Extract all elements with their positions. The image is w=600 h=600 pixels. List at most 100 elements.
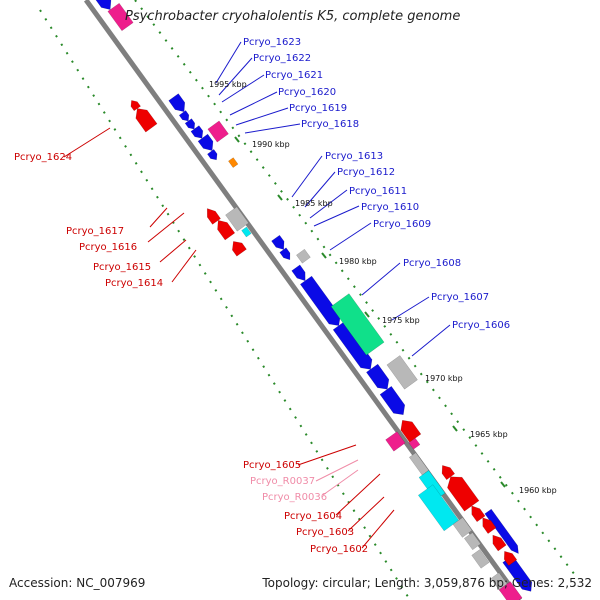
gene-label-pcryo-1611[interactable]: Pcryo_1611: [349, 186, 407, 197]
forward-gene-arrow[interactable]: [107, 2, 134, 32]
gene-label-pcryo-1613[interactable]: Pcryo_1613: [325, 151, 383, 162]
reverse-gene-arrow[interactable]: [217, 219, 236, 241]
forward-gene-arrow[interactable]: [207, 120, 229, 143]
gene-label-pcryo-1612[interactable]: Pcryo_1612: [337, 167, 395, 178]
genome-backbone: [83, 0, 523, 600]
reverse-gene-arrow[interactable]: [385, 431, 406, 452]
kbp-label: 1960 kbp: [519, 486, 557, 495]
gene-label-pcryo-1623[interactable]: Pcryo_1623: [243, 37, 301, 48]
gene-label-pcryo-1614[interactable]: Pcryo_1614: [105, 278, 163, 289]
gene-label-pcryo-1605[interactable]: Pcryo_1605: [243, 460, 301, 471]
reverse-gene-arrow[interactable]: [447, 476, 480, 512]
reverse-gene-arrow[interactable]: [206, 208, 221, 225]
gene-label-pcryo-1619[interactable]: Pcryo_1619: [289, 103, 347, 114]
forward-gene-arrow[interactable]: [366, 363, 390, 390]
forward-gene-arrow[interactable]: [184, 118, 196, 130]
label-leader-line: [147, 212, 185, 243]
forward-gene-arrow[interactable]: [271, 234, 285, 250]
reverse-gene-arrow[interactable]: [492, 534, 507, 552]
reverse-gene-arrow[interactable]: [225, 206, 249, 232]
reverse-gene-arrow[interactable]: [441, 465, 456, 481]
reverse-gene-arrow[interactable]: [135, 108, 158, 133]
label-leader-line: [309, 189, 348, 219]
reverse-gene-arrow[interactable]: [471, 505, 486, 523]
gene-label-pcryo-1609[interactable]: Pcryo_1609: [373, 219, 431, 230]
kbp-label: 1965 kbp: [470, 430, 508, 439]
kbp-tick: [321, 252, 327, 259]
forward-gene-arrow[interactable]: [332, 321, 373, 370]
kbp-label: 1990 kbp: [252, 140, 290, 149]
label-leader-line: [235, 107, 289, 126]
label-leader-line: [411, 324, 451, 357]
label-leader-line: [297, 444, 357, 466]
forward-gene-arrow[interactable]: [379, 385, 406, 415]
gene-label-pcryo-1608[interactable]: Pcryo_1608: [403, 258, 461, 269]
gene-label-pcryo-1616[interactable]: Pcryo_1616: [79, 242, 137, 253]
gene-label-pcryo-1624[interactable]: Pcryo_1624: [14, 152, 72, 163]
forward-gene-arrow[interactable]: [296, 248, 311, 264]
label-leader-line: [322, 469, 359, 496]
label-leader-line: [63, 127, 111, 158]
label-leader-line: [391, 296, 430, 321]
kbp-label: 1985 kbp: [295, 199, 333, 208]
forward-gene-arrow[interactable]: [484, 508, 519, 555]
forward-strand-genes: [93, 0, 533, 592]
gene-label-pcryo-1615[interactable]: Pcryo_1615: [93, 262, 151, 273]
reverse-gene-arrow[interactable]: [471, 549, 490, 569]
reverse-gene-arrow[interactable]: [408, 452, 430, 476]
gene-label-pcryo-1617[interactable]: Pcryo_1617: [66, 226, 124, 237]
reverse-gene-arrow[interactable]: [408, 437, 421, 450]
label-leader-line: [315, 459, 359, 482]
reverse-gene-arrow[interactable]: [130, 100, 141, 112]
topology-text: Topology: circular; Length: 3,059,876 bp…: [262, 576, 592, 590]
gene-label-pcryo-r0036[interactable]: Pcryo_R0036: [262, 492, 327, 503]
reverse-gene-arrow[interactable]: [503, 550, 518, 566]
gene-label-pcryo-1620[interactable]: Pcryo_1620: [278, 87, 336, 98]
kbp-label: 1970 kbp: [425, 374, 463, 383]
gene-label-pcryo-1604[interactable]: Pcryo_1604: [284, 511, 342, 522]
gene-label-pcryo-1618[interactable]: Pcryo_1618: [301, 119, 359, 130]
gene-label-pcryo-1610[interactable]: Pcryo_1610: [361, 202, 419, 213]
forward-gene-arrow[interactable]: [279, 247, 291, 261]
map-title: Psychrobacter cryohalolentis K5, complet…: [125, 9, 461, 24]
kbp-label: 1980 kbp: [339, 257, 377, 266]
reverse-gene-arrow[interactable]: [452, 517, 473, 538]
kbp-label: 1975 kbp: [382, 316, 420, 325]
forward-gene-arrow[interactable]: [228, 157, 239, 168]
reverse-gene-arrow[interactable]: [232, 241, 247, 257]
label-leader-line: [335, 473, 381, 516]
gene-label-pcryo-r0037[interactable]: Pcryo_R0037: [250, 476, 315, 487]
reverse-gene-arrow[interactable]: [463, 532, 482, 551]
gene-label-pcryo-1607[interactable]: Pcryo_1607: [431, 292, 489, 303]
label-leader-line: [171, 249, 197, 283]
forward-gene-arrow[interactable]: [330, 293, 385, 356]
gene-label-pcryo-1602[interactable]: Pcryo_1602: [310, 544, 368, 555]
reverse-gene-arrow[interactable]: [241, 226, 252, 238]
forward-gene-arrow[interactable]: [291, 264, 306, 282]
forward-gene-arrow[interactable]: [299, 275, 341, 326]
accession-text: Accession: NC_007969: [9, 576, 146, 590]
label-leader-lines: [63, 41, 451, 549]
inner-scale-track: [39, 9, 411, 600]
label-leader-line: [221, 74, 265, 103]
kbp-tick: [452, 425, 458, 432]
reverse-gene-arrow[interactable]: [498, 581, 523, 600]
reverse-gene-arrow[interactable]: [400, 420, 422, 443]
forward-gene-arrow[interactable]: [190, 125, 204, 139]
reverse-gene-arrow[interactable]: [482, 517, 497, 534]
forward-gene-arrow[interactable]: [168, 93, 186, 113]
label-leader-line: [244, 123, 301, 134]
forward-gene-arrow[interactable]: [93, 0, 112, 10]
forward-gene-arrow[interactable]: [386, 355, 418, 390]
gene-label-pcryo-1606[interactable]: Pcryo_1606: [452, 320, 510, 331]
label-leader-line: [361, 509, 395, 549]
kbp-tick: [234, 136, 240, 143]
forward-gene-arrow[interactable]: [207, 149, 218, 161]
forward-gene-arrow[interactable]: [197, 133, 214, 151]
gene-label-pcryo-1603[interactable]: Pcryo_1603: [296, 527, 354, 538]
label-leader-line: [329, 222, 372, 251]
gene-label-pcryo-1621[interactable]: Pcryo_1621: [265, 70, 323, 81]
gene-label-pcryo-1622[interactable]: Pcryo_1622: [253, 53, 311, 64]
forward-gene-arrow[interactable]: [178, 110, 190, 122]
